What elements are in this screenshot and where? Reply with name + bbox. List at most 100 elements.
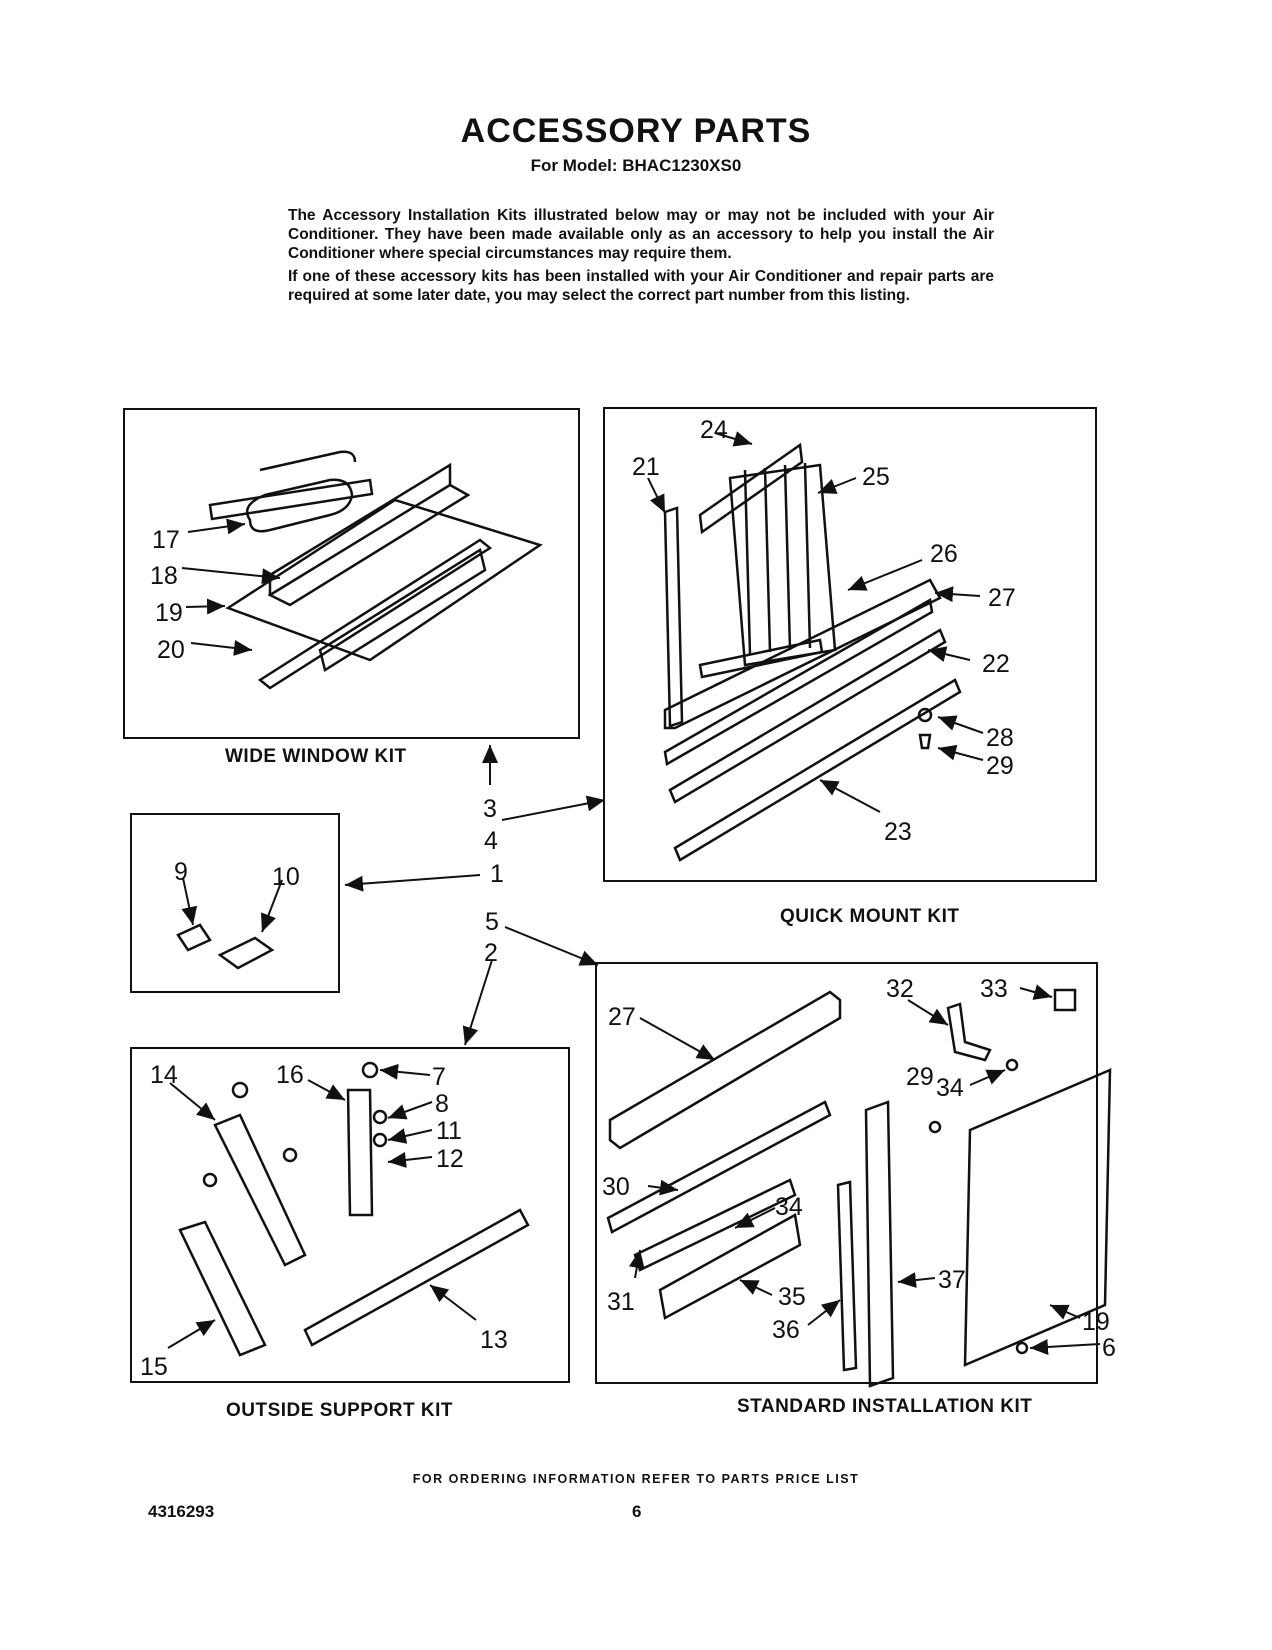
callout-14: 14: [150, 1061, 178, 1089]
clip-parts: [176, 923, 275, 970]
callout-27: 27: [988, 584, 1016, 612]
bracket-part: [346, 1088, 374, 1217]
callout-36: 36: [772, 1316, 800, 1344]
filler-panel-part: [225, 498, 543, 662]
model-subtitle: For Model: BHAC1230XS0: [530, 156, 742, 175]
standard-installation-kit-panel: [595, 962, 1098, 1384]
callout-16: 16: [276, 1061, 304, 1089]
callout-6: 6: [1102, 1334, 1116, 1362]
callout-32: 32: [886, 975, 914, 1003]
bar-part: [257, 538, 493, 690]
ordering-note: FOR ORDERING INFORMATION REFER TO PARTS …: [412, 1472, 860, 1486]
washer-part: [917, 707, 933, 723]
page-number: 6: [632, 1502, 642, 1521]
panel-19-part: [963, 1068, 1112, 1367]
callout-22: 22: [982, 650, 1010, 678]
wide-window-kit-panel: [123, 408, 580, 739]
wide-window-kit-label: WIDE WINDOW KIT: [225, 746, 407, 767]
quick-mount-kit-label: QUICK MOUNT KIT: [780, 906, 960, 927]
callout-26: 26: [930, 540, 958, 568]
channel-part: [267, 483, 471, 607]
screw-6-part: [1015, 1341, 1029, 1355]
clip-9-part: [176, 923, 212, 952]
screw-34-part: [1005, 1058, 1019, 1072]
support-arm-part: [213, 1113, 307, 1267]
callout-2: 2: [484, 939, 498, 967]
bracket-32-part: [946, 1002, 992, 1062]
callout-28: 28: [986, 724, 1014, 752]
callout-29: 29: [906, 1063, 934, 1091]
callout-19: 19: [1082, 1308, 1110, 1336]
callout-7: 7: [432, 1063, 446, 1091]
callout-1: 1: [490, 860, 504, 888]
callout-20: 20: [157, 636, 185, 664]
leg-part: [178, 1220, 267, 1357]
support-bar-part: [303, 1208, 530, 1347]
outside-support-kit-label: OUTSIDE SUPPORT KIT: [226, 1400, 453, 1421]
angle-part: [318, 548, 487, 672]
callout-8: 8: [435, 1090, 449, 1118]
nut-part: [372, 1132, 388, 1148]
pad-33-part: [1053, 988, 1077, 1012]
strip-36-part: [836, 1180, 858, 1372]
seal-loop-part: [245, 478, 354, 533]
callout-21: 21: [632, 453, 660, 481]
bolt-part: [361, 1061, 379, 1079]
callout-12: 12: [436, 1145, 464, 1173]
callout-23: 23: [884, 818, 912, 846]
brace-part: [673, 678, 962, 862]
callout-5: 5: [485, 908, 499, 936]
standard-installation-kit-label: STANDARD INSTALLATION KIT: [737, 1396, 1033, 1417]
callout-17: 17: [152, 526, 180, 554]
page-title: ACCESSORY PARTS: [460, 112, 812, 150]
sill-beam-part: [608, 990, 842, 1150]
callout-13: 13: [480, 1326, 508, 1354]
callout-25: 25: [862, 463, 890, 491]
callout-29: 29: [986, 752, 1014, 780]
nut-part: [202, 1172, 218, 1188]
callout-33: 33: [980, 975, 1008, 1003]
callout-27: 27: [608, 1003, 636, 1031]
intro-paragraph-2: If one of these accessory kits has been …: [288, 268, 994, 304]
callout-31: 31: [607, 1288, 635, 1316]
lower-rail-part: [668, 628, 947, 804]
clip-10-part: [217, 936, 275, 970]
channel-side-part: [268, 462, 452, 595]
callout-19: 19: [155, 599, 183, 627]
jamb-37-part: [864, 1100, 895, 1388]
callout-15: 15: [140, 1353, 168, 1381]
callout-10: 10: [272, 863, 300, 891]
clip-kit-panel: [130, 813, 340, 993]
callout-numbers: 17 18 19 20 21 22 23 24 25 26 27 28 29 9…: [140, 416, 1116, 1381]
wide-window-parts: [208, 450, 543, 690]
quick-mount-kit-panel: [603, 407, 1097, 882]
intro-paragraph-1: The Accessory Installation Kits illustra…: [288, 207, 994, 262]
flat-bar-part: [663, 598, 934, 766]
document-number: 4316293: [148, 1502, 215, 1521]
nut-part: [282, 1147, 298, 1163]
screw-part: [918, 733, 932, 750]
rail-35-part: [658, 1213, 802, 1320]
callout-37: 37: [938, 1266, 966, 1294]
callout-30: 30: [602, 1173, 630, 1201]
channel-30-part: [606, 1100, 832, 1234]
bottom-channel-part: [698, 638, 824, 679]
callout-3: 3: [483, 795, 497, 823]
side-rail-part: [663, 506, 684, 728]
accordion-pleats-part: [743, 462, 812, 656]
callout-11: 11: [436, 1117, 462, 1145]
intro-text: The Accessory Installation Kits illustra…: [288, 206, 994, 309]
quick-mount-parts: [663, 442, 962, 862]
leader-lines: [167, 431, 1101, 1355]
callout-34: 34: [775, 1193, 803, 1221]
strip-31-part: [633, 1178, 797, 1272]
outside-support-kit-panel: [130, 1047, 570, 1383]
outside-support-parts: [178, 1061, 530, 1357]
foam-strip-part: [208, 478, 374, 521]
support-beam-part: [663, 578, 942, 730]
standard-installation-parts: [606, 988, 1112, 1388]
callout-9: 9: [174, 858, 188, 886]
callout-4: 4: [484, 827, 498, 855]
